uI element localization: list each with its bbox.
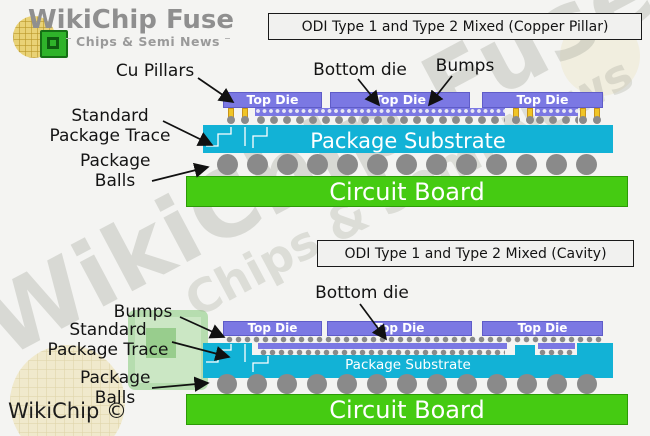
package-ball xyxy=(307,374,327,394)
package-ball xyxy=(247,374,267,394)
package-ball xyxy=(426,154,448,175)
brand-title: WikiChip Fuse xyxy=(28,5,235,35)
package-ball xyxy=(487,374,507,394)
diagram2-circuit-board: Circuit Board xyxy=(186,394,628,425)
label-package-balls-2: Package Balls xyxy=(80,368,151,408)
diagram1-circuit-board: Circuit Board xyxy=(186,176,628,207)
diagram2-substrate-pedestal xyxy=(515,345,535,357)
diagram2-top-die-middle: Top Die xyxy=(327,321,472,336)
diagram1-bumps-row-right xyxy=(535,115,578,125)
package-ball xyxy=(397,374,417,394)
pillar-cap xyxy=(579,116,587,124)
label-package-balls-1: Package Balls xyxy=(80,151,151,191)
label-bottom-die-2: Bottom die xyxy=(315,283,409,303)
package-ball xyxy=(547,374,567,394)
diagram1-bumps-row xyxy=(256,115,505,125)
diagram1-board-label: Circuit Board xyxy=(329,177,485,206)
package-ball xyxy=(486,154,508,175)
package-ball xyxy=(337,374,357,394)
package-ball xyxy=(217,374,237,394)
diagram2-board-label: Circuit Board xyxy=(329,395,485,424)
diagram1-package-substrate xyxy=(203,125,613,153)
pillar-cap xyxy=(593,116,601,124)
package-ball xyxy=(427,374,447,394)
diagram1-bottom-die-strip-right xyxy=(535,108,578,116)
label-standard-package-trace-1: Standard Package Trace xyxy=(49,106,171,146)
diagram2-bottom-die-strip xyxy=(258,343,507,349)
diagram2-top-die-right: Top Die xyxy=(482,321,603,336)
diagram2-lower-bumps-row xyxy=(260,349,505,356)
diagram1-package-balls-row xyxy=(217,154,597,176)
diagram2-substrate-left-shoulder xyxy=(203,343,252,357)
package-ball xyxy=(457,374,477,394)
pillar-cap xyxy=(526,116,534,124)
package-ball xyxy=(246,154,268,175)
label-cu-pillars: Cu Pillars xyxy=(115,61,195,81)
package-ball xyxy=(577,374,597,394)
diagram1-top-die-right: Top Die xyxy=(482,92,603,108)
diagram2-substrate-right-shoulder xyxy=(577,343,613,357)
diagram1-substrate-label: Package Substrate xyxy=(310,129,506,153)
package-ball xyxy=(276,154,298,175)
diagram2-top-die-left: Top Die xyxy=(223,321,322,336)
brand-tagline: Chips & Semi News xyxy=(66,31,230,50)
diagram2-title-box: ODI Type 1 and Type 2 Mixed (Cavity) xyxy=(317,240,634,267)
pillar-cap xyxy=(512,116,520,124)
diagram2-upper-bumps-row xyxy=(226,336,602,343)
label-bumps-1: Bumps xyxy=(435,56,495,76)
diagram2-substrate-label: Package Substrate xyxy=(345,357,471,373)
package-ball xyxy=(217,154,238,175)
watermark-chip-inner xyxy=(146,328,176,358)
package-ball xyxy=(367,374,387,394)
diagram2-package-balls-row xyxy=(217,374,597,395)
package-ball xyxy=(545,154,567,175)
label-bumps-2: Bumps xyxy=(113,302,173,322)
diagram1-bottom-die-strip xyxy=(255,108,505,116)
logo-chip-core xyxy=(50,40,56,46)
diagram1-top-die-middle: Top Die xyxy=(330,92,470,108)
diagram1-top-die-left: Top Die xyxy=(223,92,322,108)
pillar-cap xyxy=(227,116,235,124)
package-ball xyxy=(396,154,418,175)
label-standard-package-trace-2: Standard Package Trace xyxy=(47,320,169,360)
package-ball xyxy=(575,154,597,175)
watermark-wafer-icon xyxy=(10,345,125,436)
package-ball xyxy=(277,374,297,394)
diagram1-title-box: ODI Type 1 and Type 2 Mixed (Copper Pill… xyxy=(268,13,642,40)
package-ball xyxy=(306,154,328,175)
package-ball xyxy=(336,154,358,175)
copyright-text: WikiChip © xyxy=(8,399,127,423)
package-ball xyxy=(366,154,388,175)
diagram2-lower-bumps-row-right xyxy=(539,349,574,356)
diagram2-bottom-die-strip-right xyxy=(538,343,575,349)
pillar-cap xyxy=(241,116,249,124)
diagram2-package-substrate xyxy=(203,355,613,378)
label-bottom-die-1: Bottom die xyxy=(313,60,407,80)
package-ball xyxy=(517,374,537,394)
package-ball xyxy=(456,154,478,175)
logo-chip-icon xyxy=(40,30,68,58)
package-ball xyxy=(516,154,538,175)
